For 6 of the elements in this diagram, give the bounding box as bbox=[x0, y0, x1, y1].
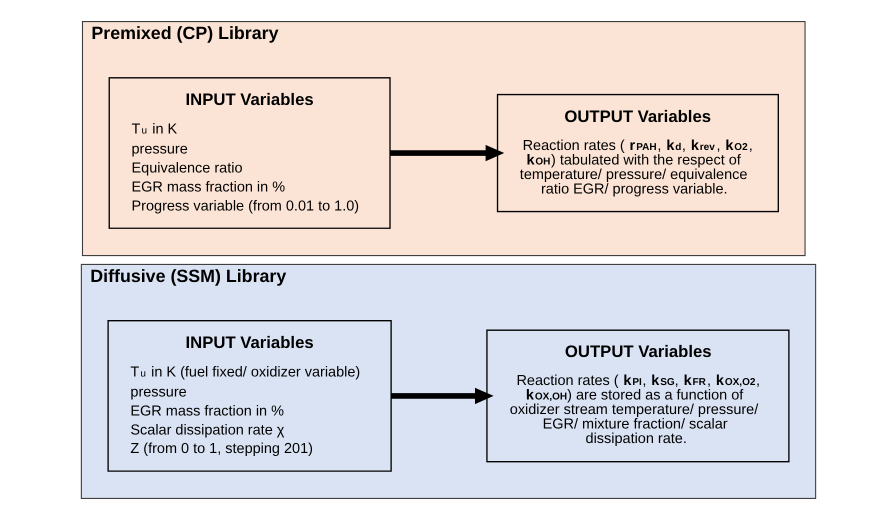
node-box: OUTPUT Variables Reaction rates (kPI, kSG, kFR, kOX,O2, kOX,OH) are stored as a function of oxidizer stream temperature/ pressure/ EGR/ mixture fraction/ scalar dissipation rate. bbox=[486, 330, 790, 462]
arrow bbox=[390, 388, 494, 404]
arrow bbox=[390, 144, 504, 162]
node-box: OUTPUT Variables Reaction rates (rPAH, kd, krev, kO2, kOH) tabulated with the respect of temperature/ pressure/ equivalence ratio EGR/ progress variable. bbox=[496, 94, 778, 212]
node-box: INPUT Variables Tu in K (fuel fixed/ oxidizer variable) pressure EGR mass fraction in % Scalar dissipation rate χ Z (from 0 to 1, stepping 201) bbox=[106, 320, 392, 472]
node-box: INPUT Variables Tu in K pressure Equivalence ratio EGR mass fraction in % Progress variable (from 0.01 to 1.0) bbox=[108, 77, 390, 229]
